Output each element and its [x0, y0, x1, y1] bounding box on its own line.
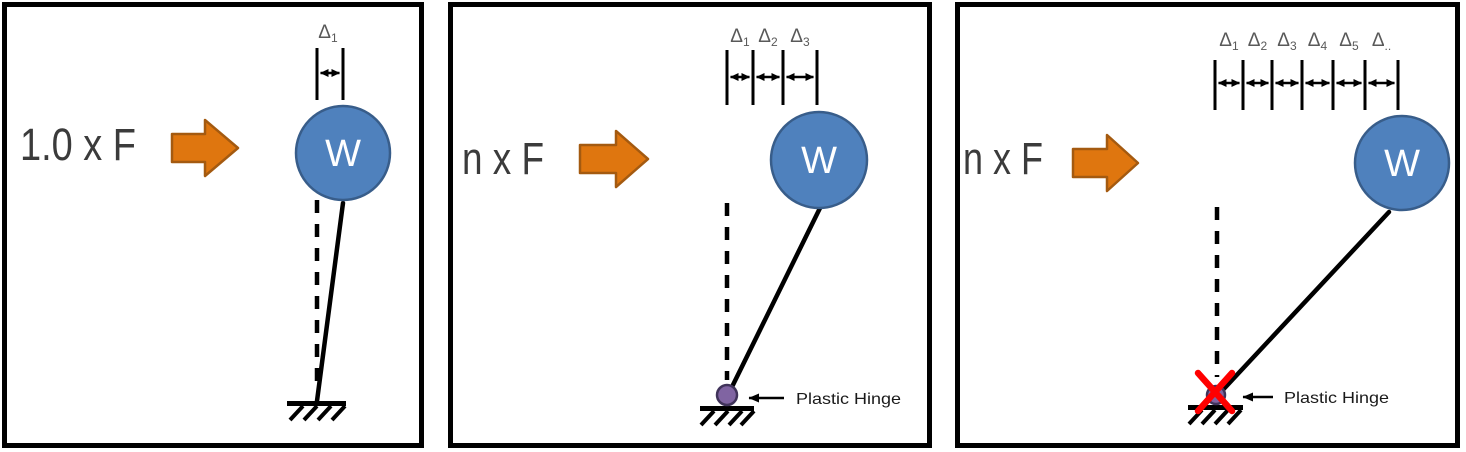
- column-line: [726, 205, 823, 396]
- delta-label: Δ4: [1308, 30, 1328, 53]
- mass-circle: [769, 110, 869, 210]
- dimension-ticks: [1213, 60, 1400, 110]
- force-label: n x F: [462, 133, 544, 184]
- panel-collapse: n x F Δ1 Δ2 Δ3 Δ4 Δ5 Δ..: [955, 2, 1460, 448]
- force-label: 1.0 x F: [20, 119, 136, 170]
- force-label: n x F: [963, 133, 1043, 184]
- delta-symbol: Δ: [318, 22, 331, 43]
- mass-circle: [294, 104, 392, 202]
- column-line: [314, 200, 346, 404]
- mass-circle: [1353, 114, 1451, 212]
- delta-label: Δ2: [758, 26, 778, 49]
- delta-label: Δ3: [790, 26, 810, 49]
- failure-x-icon: [1194, 369, 1236, 415]
- delta-subscript: 1: [331, 31, 338, 45]
- delta-label: Δ1: [318, 22, 338, 45]
- force-arrow-icon: [1071, 133, 1140, 193]
- panel-border: [448, 2, 932, 448]
- delta-label: Δ1: [1219, 30, 1239, 53]
- ground-hatching: [288, 404, 347, 422]
- panel-elastic: 1.0 x F Δ1 W: [2, 2, 424, 448]
- delta-label: Δ3: [1277, 30, 1297, 53]
- delta-label: Δ5: [1339, 30, 1359, 53]
- mass-label: W: [1384, 143, 1420, 185]
- force-arrow-icon: [578, 129, 650, 189]
- mass-label: W: [801, 140, 837, 182]
- column-line: [1217, 209, 1392, 396]
- plastic-hinge-icon: [715, 383, 739, 407]
- panel-plastic-hinge: n x F Δ1 Δ2 Δ3 Plastic Hinge: [448, 2, 932, 448]
- delta-label: Δ..: [1372, 30, 1391, 53]
- delta-label: Δ2: [1248, 30, 1268, 53]
- delta-label: Δ1: [730, 26, 750, 49]
- panel-border: [2, 2, 424, 448]
- dimension-ticks: [725, 50, 819, 105]
- hinge-label: Plastic Hinge: [1284, 390, 1389, 407]
- ground-hatching: [699, 409, 756, 427]
- force-arrow-icon: [170, 118, 240, 178]
- mass-label: W: [325, 133, 361, 175]
- hinge-label: Plastic Hinge: [796, 391, 901, 408]
